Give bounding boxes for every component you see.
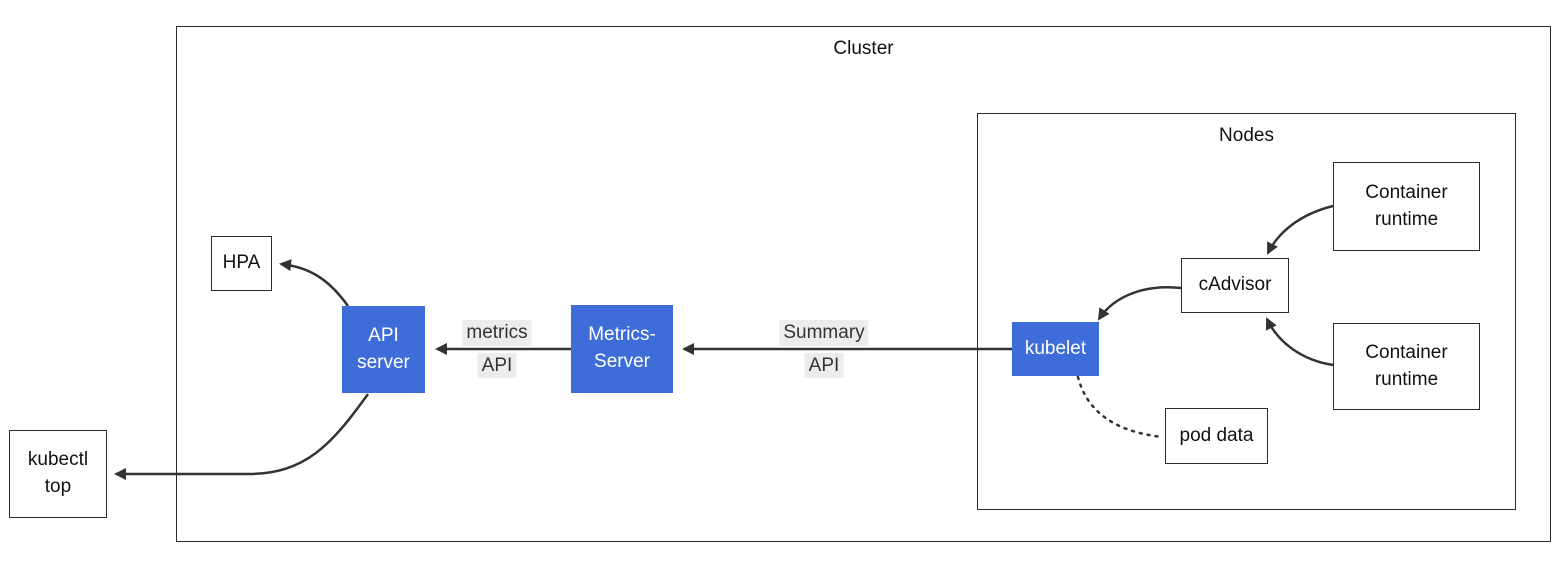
container-runtime-box-2: Container runtime — [1333, 323, 1480, 410]
edge-container-runtime-2-to-cadvisor — [1265, 317, 1334, 367]
cadvisor-box: cAdvisor — [1181, 258, 1289, 313]
edge-api-server-to-kubectl-top — [114, 393, 370, 480]
nodes-box — [977, 113, 1516, 510]
kubectl-top-box: kubectl top — [9, 430, 107, 518]
cluster-title: Cluster — [833, 38, 894, 59]
hpa-box: HPA — [211, 236, 272, 291]
nodes-title: Nodes — [1219, 125, 1274, 146]
metrics-api-label-line2: API — [477, 352, 517, 379]
kubelet-box: kubelet — [1012, 322, 1099, 376]
summary-api-edge-label: Summary API — [779, 319, 869, 379]
edge-cadvisor-to-kubelet — [1097, 286, 1182, 321]
pod-data-box: pod data — [1165, 408, 1268, 464]
metrics-server-box: Metrics- Server — [571, 305, 673, 393]
edge-container-runtime-1-to-cadvisor — [1266, 204, 1334, 255]
edge-kubelet-to-pod-data — [1076, 375, 1164, 439]
cluster-box — [176, 26, 1551, 542]
summary-api-label-line2: API — [804, 352, 844, 379]
container-runtime-box-1: Container runtime — [1333, 162, 1480, 251]
metrics-api-label-line1: metrics — [462, 319, 532, 346]
summary-api-label-line1: Summary — [779, 319, 869, 346]
api-server-box: API server — [342, 306, 425, 393]
edge-api-server-to-hpa — [279, 259, 350, 307]
metrics-api-edge-label: metrics API — [462, 319, 532, 379]
